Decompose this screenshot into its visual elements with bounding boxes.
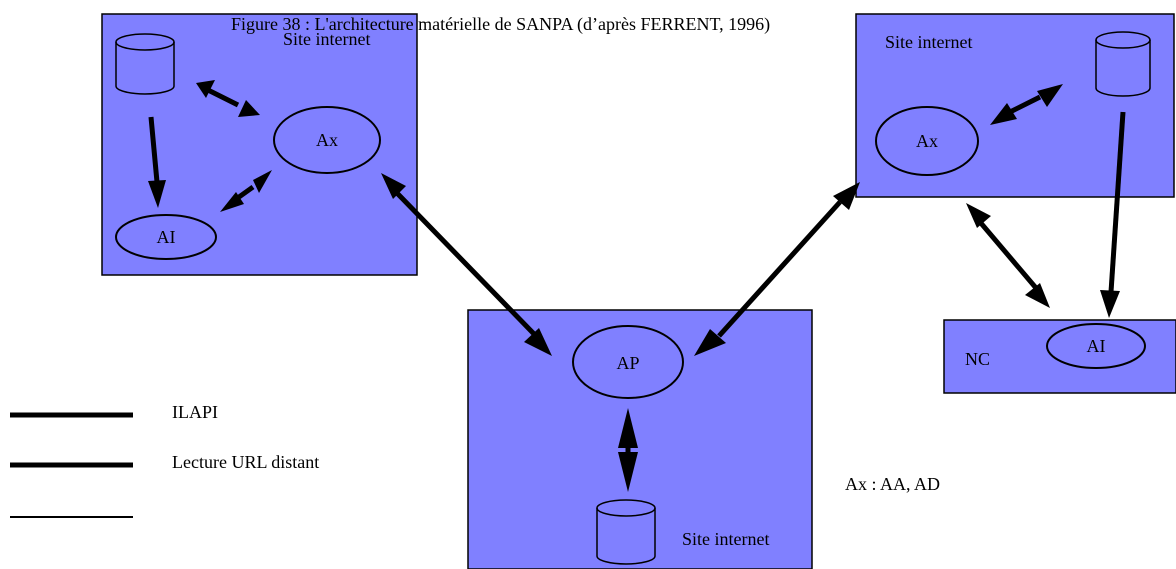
agent-ai-left	[115, 214, 217, 260]
site-box-center	[467, 309, 813, 569]
agent-ai-nc	[1046, 323, 1146, 369]
arrow-ax-right-to-ap	[694, 182, 860, 356]
arrow-db-right-to-nc-ai	[1100, 111, 1126, 318]
arrow-db-to-ax-left	[196, 80, 260, 117]
site-label-center: Site internet	[682, 529, 769, 549]
arrow-ap-to-db-center	[618, 408, 638, 492]
agent-ap	[572, 325, 684, 399]
arrow-db-to-ai-left	[148, 116, 166, 208]
arrow-ai-to-ax-left	[220, 170, 272, 212]
ax-note: Ax : AA, AD	[845, 474, 940, 494]
arrow-db-to-ax-right	[990, 84, 1063, 125]
database-icon	[115, 33, 175, 95]
arrow-ax-right-to-nc	[966, 203, 1050, 308]
agent-ax-left	[273, 106, 381, 174]
database-icon	[596, 499, 656, 565]
agent-ap-label: AP	[616, 353, 639, 373]
legend-label-ilapi: ILAPI	[172, 402, 218, 422]
agent-ax-right-label: Ax	[916, 131, 938, 151]
site-box-left	[101, 13, 418, 276]
agent-ax-right	[875, 106, 979, 176]
nc-label: NC	[965, 349, 990, 369]
database-icon	[1095, 31, 1151, 97]
site-label-left: Site internet	[283, 29, 370, 49]
agent-ai-nc-label: AI	[1087, 336, 1106, 356]
agent-ax-left-label: Ax	[316, 130, 338, 150]
site-label-right: Site internet	[885, 32, 972, 52]
legend-label-lecture: Lecture URL distant	[172, 452, 319, 472]
legend: ILAPI Lecture URL distant	[10, 402, 319, 518]
arrow-ax-left-to-ap	[381, 173, 552, 356]
figure-caption: Figure 38 : L'architecture matérielle de…	[231, 14, 770, 35]
agent-ai-left-label: AI	[157, 227, 176, 247]
